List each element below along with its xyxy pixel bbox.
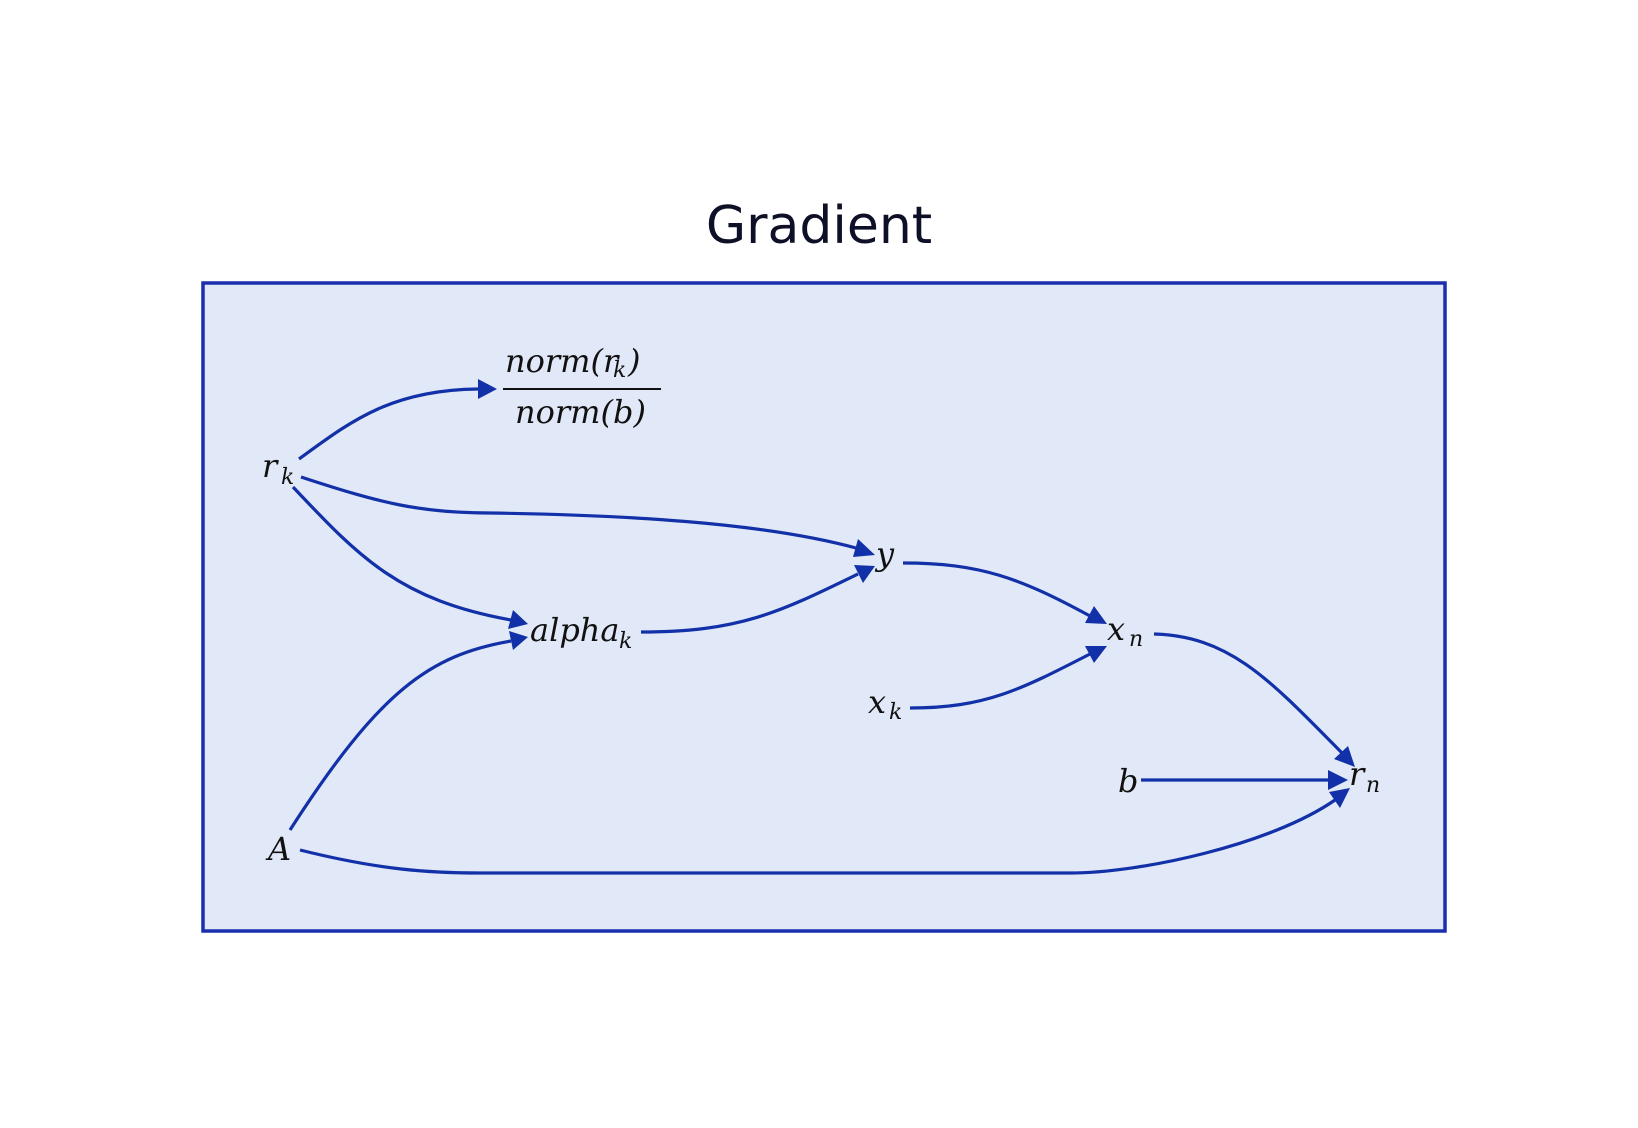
node-r-k-sub: k [281, 465, 294, 490]
node-alpha-k: alpha k [530, 611, 632, 654]
node-x-k-sub: k [889, 700, 902, 725]
node-r-n-base: r [1349, 755, 1366, 793]
arrowhead-rk-to-ratio [478, 379, 497, 399]
node-y: y [874, 535, 895, 573]
edge-alpha-to-y [640, 572, 859, 634]
node-alpha-k-sub: k [619, 629, 632, 654]
node-x-n: x n [1107, 610, 1143, 652]
node-alpha-k-base: alpha [530, 611, 619, 649]
ratio-numerator-sub: k [613, 358, 626, 383]
edge-rk-to-alpha [291, 485, 512, 622]
node-x-k: x k [868, 683, 902, 725]
edge-xk-to-xn [909, 652, 1091, 710]
edge-A-to-rn [299, 798, 1336, 875]
arrowhead-alpha-to-y [854, 565, 875, 583]
node-ratio: norm(r k ) norm(b) [503, 342, 661, 431]
ratio-numerator-end: ) [627, 342, 640, 380]
edge-rk-to-y [300, 475, 857, 550]
node-x-k-base: x [868, 683, 886, 721]
node-r-k-base: r [262, 447, 279, 485]
node-x-n-sub: n [1129, 627, 1143, 652]
arrowhead-xk-to-xn [1085, 646, 1107, 663]
ratio-denominator: norm(b) [515, 393, 646, 431]
ratio-numerator: norm(r [505, 342, 620, 380]
arrowhead-b-to-rn [1328, 770, 1348, 790]
edge-rk-to-ratio [298, 387, 479, 461]
arrowhead-A-to-rn [1329, 788, 1350, 808]
diagram-title: Gradient [705, 196, 933, 256]
group-box [201, 281, 1447, 933]
arrowhead-rk-to-alpha [508, 610, 528, 629]
edge-xn-to-rn [1153, 632, 1344, 755]
node-r-n-sub: n [1366, 773, 1380, 798]
arrowhead-xn-to-rn [1334, 746, 1355, 767]
edges [288, 379, 1355, 875]
arrowhead-y-to-xn [1085, 606, 1107, 624]
node-b: b [1118, 762, 1138, 800]
node-r-k: r k [262, 447, 294, 490]
edge-A-to-alpha [288, 639, 512, 831]
node-x-n-base: x [1107, 610, 1125, 648]
arrowhead-rk-to-y [853, 539, 875, 557]
node-A-base: A [265, 830, 291, 868]
node-A: A [265, 830, 291, 868]
node-r-n: r n [1349, 755, 1380, 798]
edge-y-to-xn [902, 561, 1091, 618]
arrowhead-A-to-alpha [509, 631, 528, 650]
node-y-base: y [874, 535, 895, 573]
node-b-base: b [1118, 762, 1138, 800]
